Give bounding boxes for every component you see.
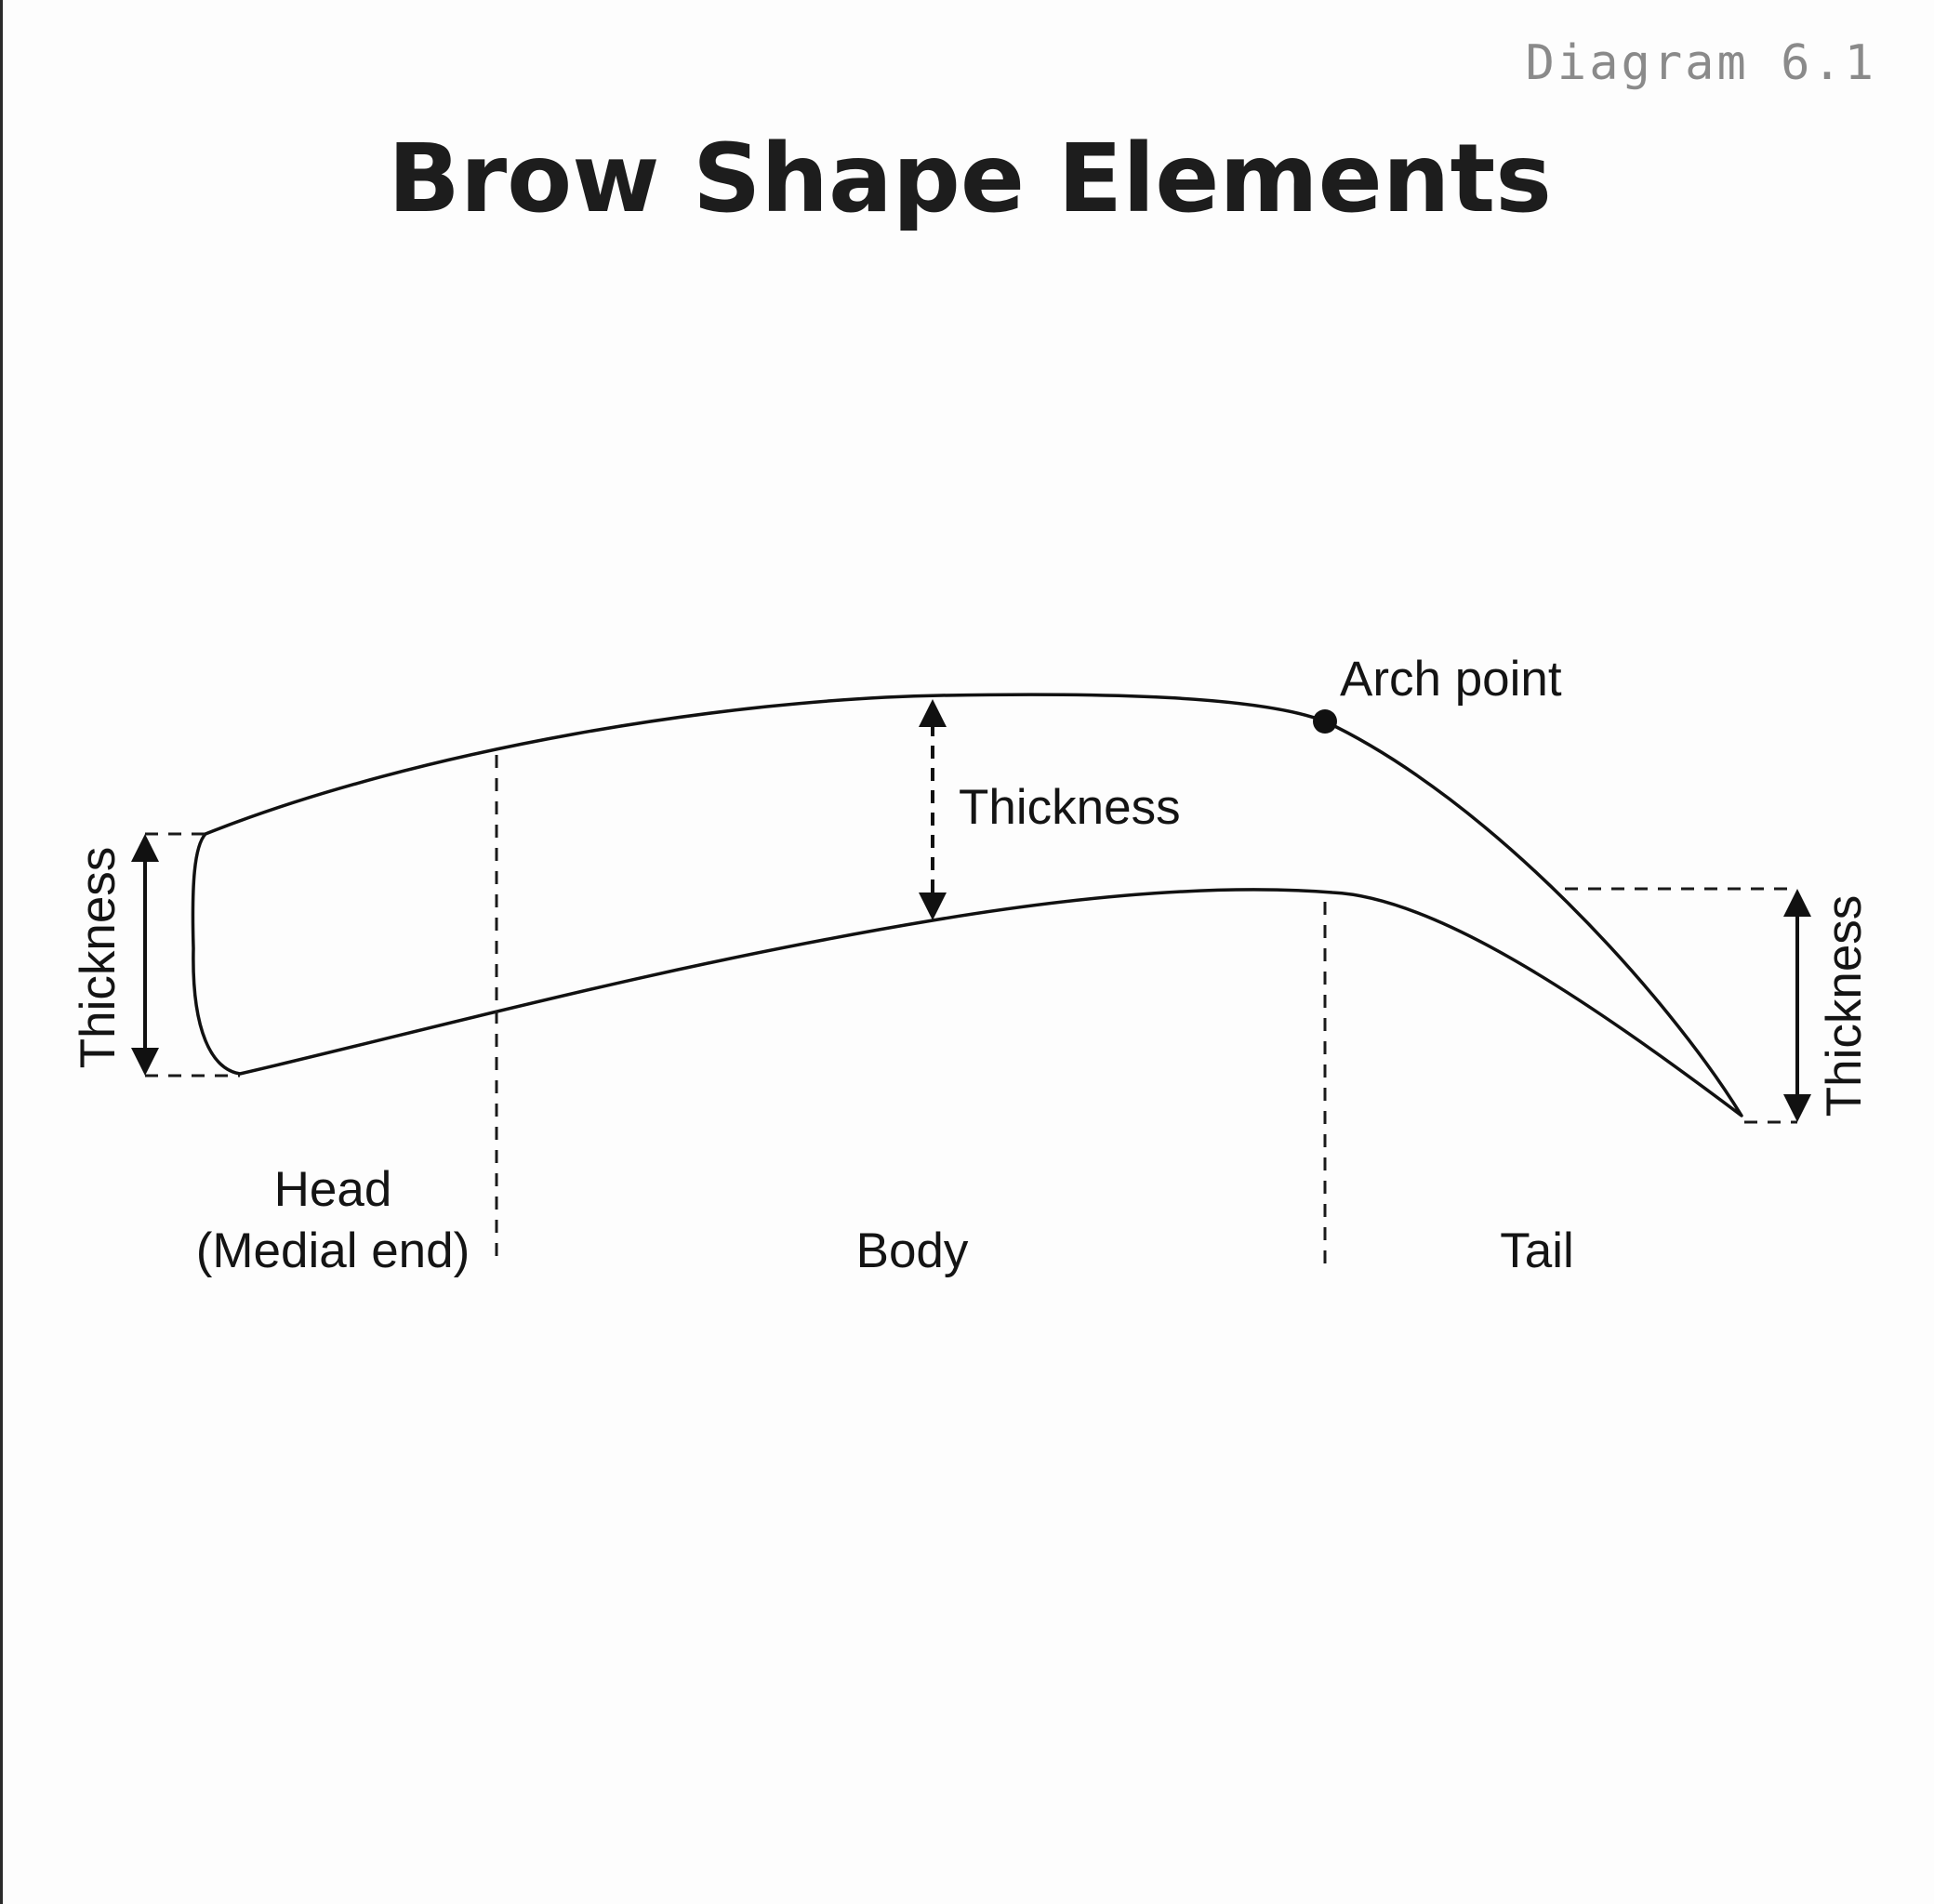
body-thickness-label: Thickness <box>959 780 1181 835</box>
head-thickness-arrow <box>131 834 159 1076</box>
diagram-title: Brow Shape Elements <box>388 124 1552 234</box>
body-thickness-arrow <box>919 699 947 920</box>
head-label: Head <box>274 1162 392 1217</box>
arch-point-marker <box>1313 709 1337 734</box>
tail-thickness-label: Thickness <box>1817 895 1872 1117</box>
arch-point-label: Arch point <box>1340 652 1562 707</box>
body-label: Body <box>856 1223 969 1278</box>
tail-label: Tail <box>1500 1223 1574 1278</box>
diagram-caption: Diagram 6.1 <box>1526 35 1876 91</box>
brow-outline <box>191 693 1743 1117</box>
head-thickness-label: Thickness <box>71 847 126 1069</box>
tail-thickness-arrow <box>1783 889 1811 1122</box>
brow-diagram: Diagram 6.1 Brow Shape Elements Arch poi… <box>71 35 1876 1278</box>
head-sublabel: (Medial end) <box>196 1223 470 1278</box>
